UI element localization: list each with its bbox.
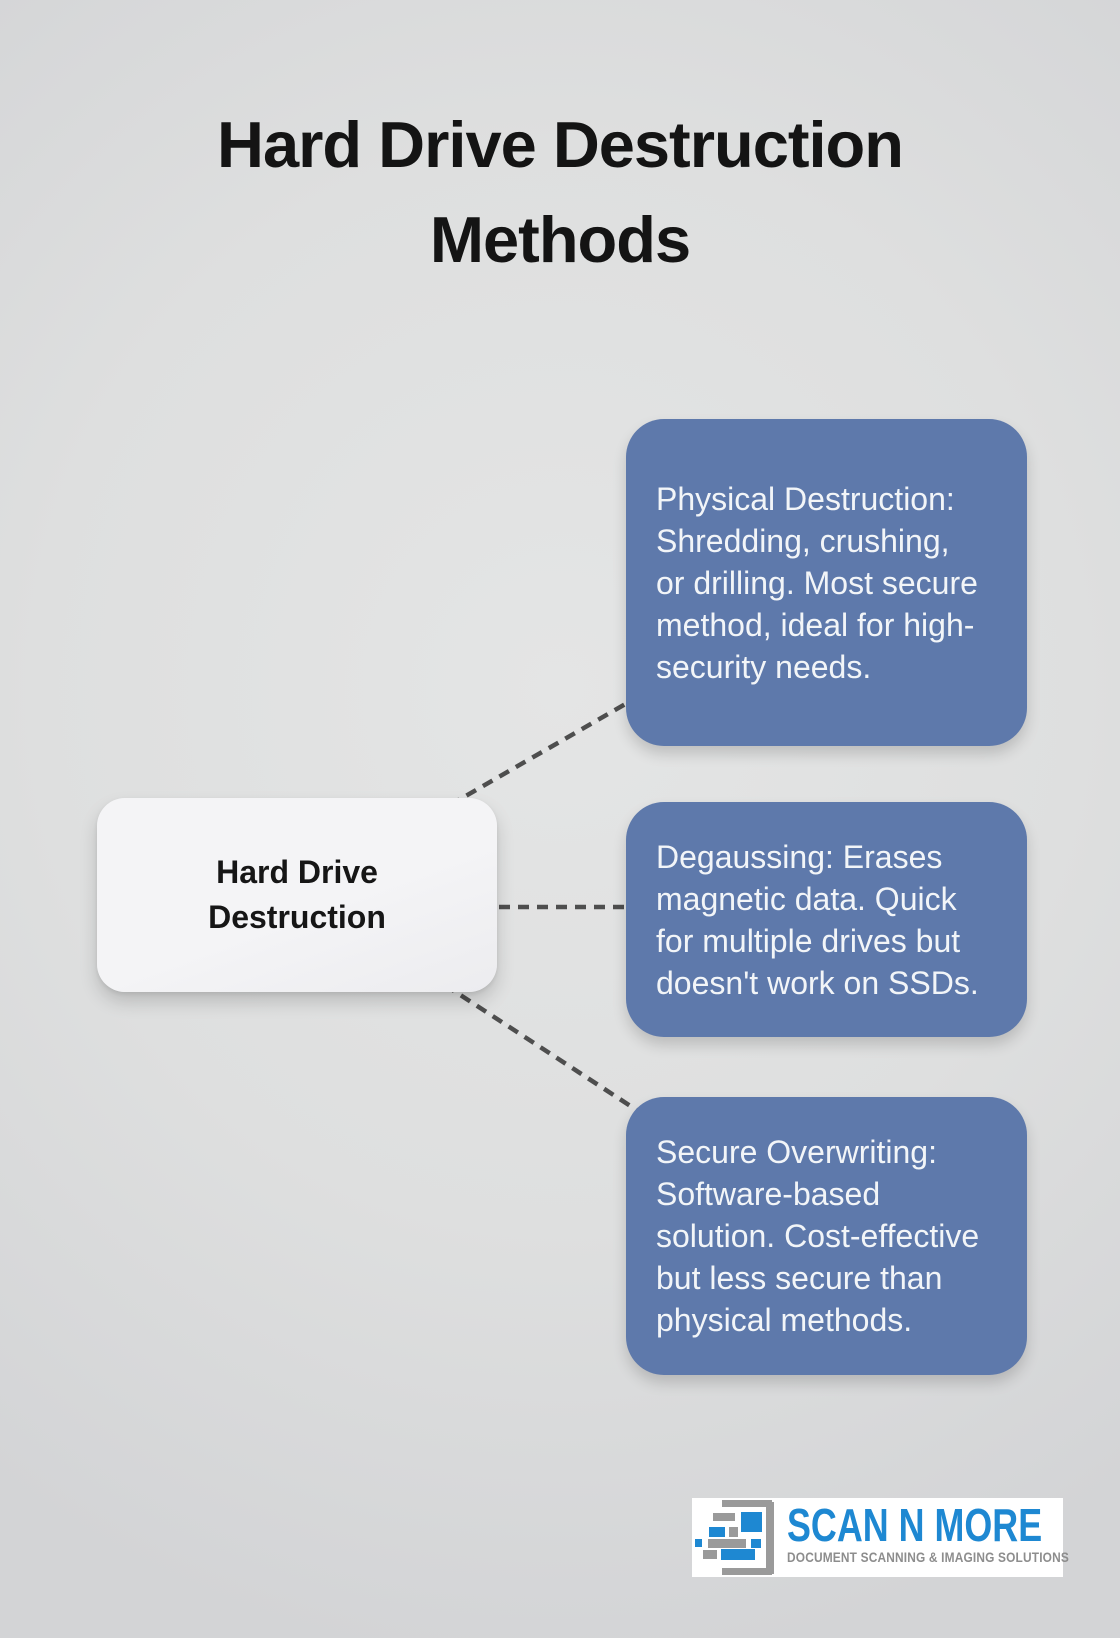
icon-block (729, 1527, 738, 1537)
icon-outline-right (766, 1502, 774, 1574)
icon-block (741, 1512, 762, 1532)
logo-tagline: DOCUMENT SCANNING & IMAGING SOLUTIONS (787, 1549, 1069, 1565)
logo-name: SCAN N MORE (787, 1499, 1043, 1551)
page-title: Hard Drive Destruction Methods (217, 108, 904, 276)
icon-block (695, 1539, 702, 1547)
icon-block (708, 1539, 746, 1548)
branch-degaussing-text: Degaussing: Erases magnetic data. Quick … (656, 838, 979, 1001)
icon-outline-bottom (722, 1568, 772, 1575)
icon-block (751, 1539, 761, 1548)
icon-block (721, 1549, 755, 1560)
icon-block (713, 1513, 735, 1521)
scanner-document-icon (692, 1498, 780, 1577)
icon-block (703, 1550, 717, 1559)
branch-secure-overwriting-text: Secure Overwriting: Software-based solut… (656, 1134, 980, 1338)
branch-degaussing: Degaussing: Erases magnetic data. Quick … (626, 802, 1027, 1037)
connector-line-secure-overwriting (443, 983, 657, 1124)
root-node: Hard Drive Destruction (97, 798, 497, 992)
root-node-label: Hard Drive Destruction (208, 854, 386, 935)
logo-panel: SCAN N MORE DOCUMENT SCANNING & IMAGING … (692, 1498, 1069, 1577)
logo-text: SCAN N MORE DOCUMENT SCANNING & IMAGING … (787, 1499, 1069, 1565)
branch-physical-destruction-text: Physical Destruction: Shredding, crushin… (656, 480, 978, 685)
icon-block (709, 1527, 725, 1537)
branch-physical-destruction: Physical Destruction: Shredding, crushin… (626, 419, 1027, 746)
branch-secure-overwriting: Secure Overwriting: Software-based solut… (626, 1097, 1027, 1375)
connector-line-physical-destruction (448, 685, 657, 807)
icon-outline-top (722, 1500, 772, 1507)
